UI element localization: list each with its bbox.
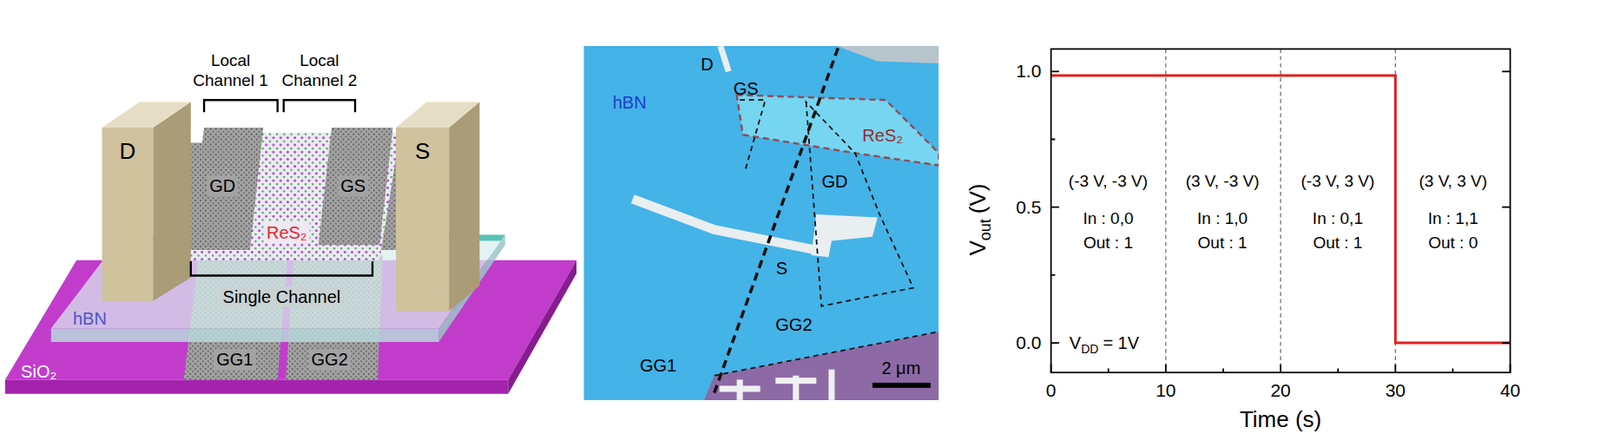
logic-state: In : 1,1: [1428, 208, 1479, 229]
material-label: ReS₂: [862, 125, 903, 146]
region-label: Single Channel: [220, 286, 344, 308]
axis-ticks: [1051, 71, 1511, 373]
part-label: GG2: [775, 314, 812, 336]
gate-outline: [806, 102, 914, 307]
axis-title: (V): [964, 183, 991, 214]
supply-label: DD: [1080, 342, 1099, 356]
electrode: S: [409, 137, 435, 166]
gate-outline: [739, 99, 765, 172]
axis-title: V: [964, 240, 991, 256]
source-electrode: [395, 102, 480, 128]
part-label: GD: [821, 171, 848, 192]
supply-label: V: [1069, 333, 1081, 353]
scale-bar: [872, 382, 931, 389]
logic-state: In : 1,0: [1197, 208, 1248, 229]
drain-electrode: [152, 102, 191, 302]
res2-flake: [737, 94, 940, 165]
part-label: GG1: [639, 355, 677, 376]
graphene-contact: [188, 127, 264, 251]
input-voltage: (-3 V, 3 V): [1301, 171, 1376, 192]
input-voltage: (3 V, -3 V): [1185, 171, 1260, 192]
micrograph: [583, 46, 939, 401]
divider: [1165, 48, 1166, 373]
tick-label: 0: [1046, 380, 1057, 402]
tick-label: 1.0: [1015, 60, 1041, 83]
material-label: hBN: [72, 308, 107, 330]
part-label: GG1: [213, 348, 256, 370]
sio2-region: [704, 331, 939, 401]
drain-electrode: [102, 102, 191, 128]
micrograph-ground: [583, 46, 939, 401]
bracket: [190, 261, 373, 276]
bracket: [204, 99, 278, 112]
sio2-substrate: [5, 379, 508, 394]
part-label: GS: [733, 78, 759, 99]
tick-label: 40: [1500, 380, 1521, 402]
part-label: GD: [206, 175, 238, 197]
source-electrode: [395, 127, 449, 312]
part-label: S: [776, 257, 788, 279]
input-voltage: (-3 V, -3 V): [1068, 171, 1148, 192]
tick-label: 0.5: [1015, 196, 1041, 218]
hbn-layer: [51, 329, 440, 343]
part-label: D: [700, 53, 713, 75]
supply-label: = 1V: [1102, 333, 1140, 353]
plot-frame: [1051, 48, 1511, 373]
logic-state: Out : 1: [1198, 232, 1248, 253]
logic-state: Out : 1: [1312, 232, 1363, 253]
divider: [1280, 48, 1282, 373]
metal-pad: [828, 369, 835, 401]
logic-state: Out : 0: [1428, 232, 1478, 253]
electrode-label: S: [414, 138, 430, 165]
part-label: GS: [337, 175, 369, 197]
electrode-label: D: [119, 138, 137, 165]
logic-state: In : 0,1: [1312, 208, 1363, 229]
drain-electrode: [102, 127, 154, 302]
bracket: [283, 99, 356, 112]
logic-state: In : 0,0: [1082, 208, 1133, 229]
axis-title: Time (s): [1239, 407, 1322, 435]
metal-pad: [792, 375, 799, 401]
output-chart: [1051, 48, 1511, 373]
region-label: Local Channel 1: [189, 51, 273, 92]
tick-label: 0.0: [1015, 331, 1041, 354]
source-electrode: [448, 102, 480, 312]
part-label: GG2: [309, 348, 351, 370]
axis-title: out: [976, 218, 995, 241]
supply-label: VDD= 1V: [1069, 334, 1140, 352]
tick-label: 20: [1270, 380, 1291, 402]
electrode: D: [114, 137, 142, 166]
axis-title: Vout(V): [966, 183, 989, 256]
scale-label: 2 μm: [881, 357, 921, 379]
region-label: Local Channel 2: [277, 51, 362, 92]
tick-label: 10: [1155, 380, 1176, 402]
material-label: hBN: [612, 92, 647, 113]
metal-lead: [810, 214, 877, 257]
metal-pad: [737, 379, 744, 401]
logic-state: Out : 1: [1083, 232, 1133, 253]
sio2-substrate: [507, 260, 577, 395]
material-label: SiO₂: [20, 361, 57, 382]
device-schematic: [5, 99, 577, 395]
tick-label: 30: [1385, 380, 1406, 402]
metal-lead: [836, 46, 940, 64]
metal-lead: [720, 46, 729, 72]
metal-lead: [632, 198, 817, 251]
material-label: ReS₂: [263, 222, 310, 244]
input-voltage: (3 V, 3 V): [1418, 171, 1488, 192]
gate-outline: [714, 46, 839, 394]
graphene-contact: [318, 127, 394, 245]
output-trace: [1051, 75, 1511, 343]
